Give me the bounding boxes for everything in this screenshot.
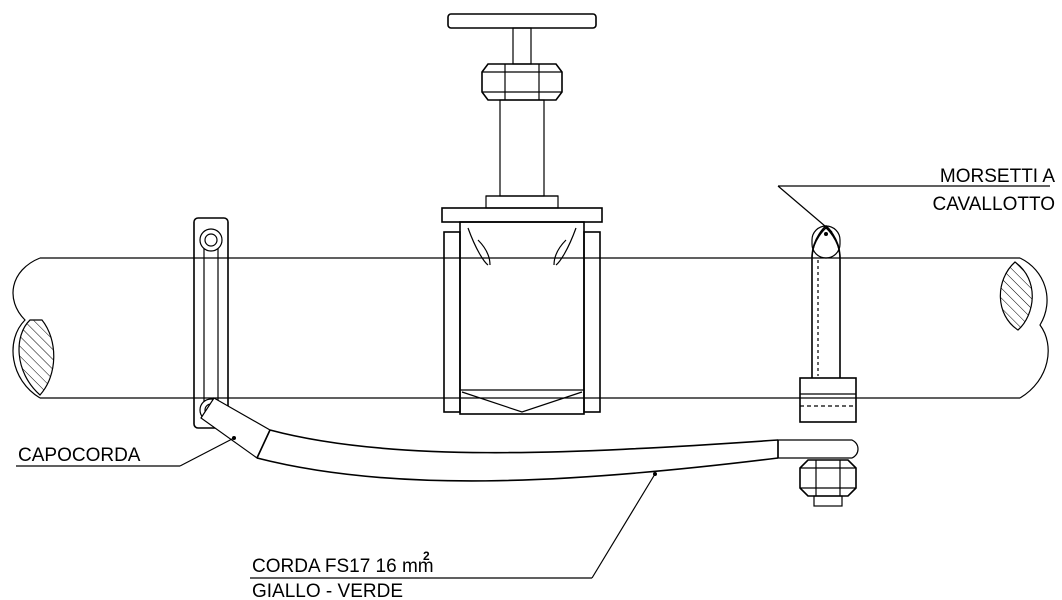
clamp-strap xyxy=(193,217,229,429)
valve-top-flange xyxy=(441,207,603,223)
cable-lug xyxy=(200,397,271,459)
pipe xyxy=(12,257,1049,399)
morsetti-label-line2: CAVALLOTTO xyxy=(933,194,1055,215)
right-pipe-section-hatch xyxy=(999,261,1033,331)
valve-bonnet xyxy=(499,99,545,197)
valve-stem xyxy=(512,27,532,65)
corda-label-line1: CORDA FS17 16 mm xyxy=(252,556,434,577)
cable-top-edge xyxy=(269,429,779,454)
u-bolt-rod xyxy=(811,224,841,378)
corda-label-superscript: 2 xyxy=(423,549,430,563)
valve xyxy=(441,13,603,415)
u-bolt-thread xyxy=(813,495,843,507)
morsetti-label-line1: MORSETTI A xyxy=(940,166,1055,187)
valve-left-flange xyxy=(443,231,461,413)
cable-bottom-edge xyxy=(256,457,779,482)
grounding-cable xyxy=(256,429,779,482)
valve-handwheel xyxy=(447,13,597,29)
left-clamp xyxy=(193,217,229,429)
corda-label-line2: GIALLO - VERDE xyxy=(252,581,403,600)
capocorda-label: CAPOCORDA xyxy=(18,445,141,466)
valve-nut xyxy=(481,63,563,101)
u-bolt-nut xyxy=(799,459,857,497)
lug-eye xyxy=(777,439,859,459)
left-pipe-section-hatch xyxy=(18,319,55,396)
valve-right-flange xyxy=(583,231,601,413)
u-bolt-clamp xyxy=(777,224,859,507)
leader-lines xyxy=(16,185,1050,579)
u-bolt-sleeve xyxy=(799,377,857,423)
